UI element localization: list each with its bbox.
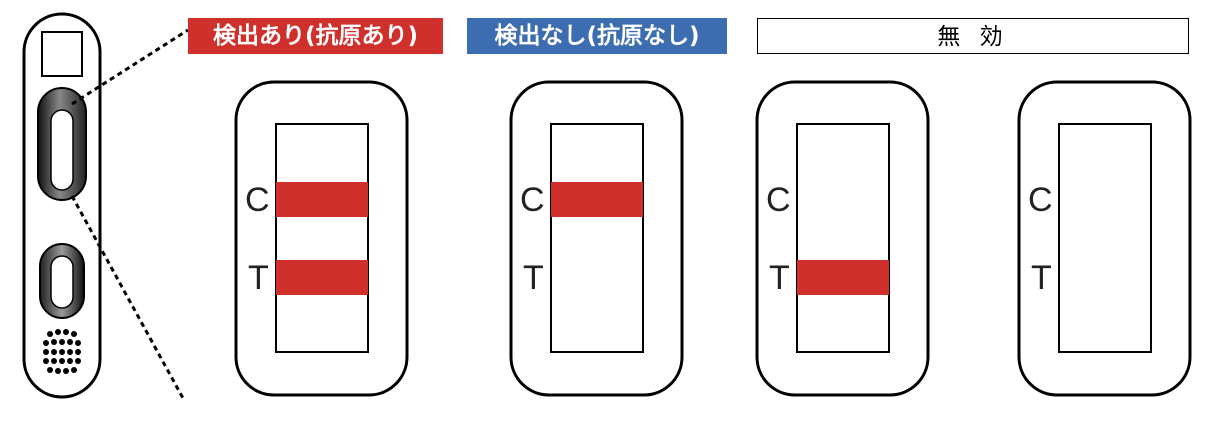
result-card-invalid-none <box>1017 80 1192 397</box>
cassette-label-area <box>41 31 83 77</box>
result-strip <box>796 123 890 353</box>
test-band <box>797 260 889 295</box>
zoom-line-bottom <box>70 195 186 401</box>
t-mark: T <box>769 259 790 297</box>
t-mark: T <box>523 259 544 297</box>
test-band <box>276 260 368 295</box>
control-band <box>276 182 368 217</box>
c-mark: C <box>766 181 791 219</box>
cassette-grip-dots <box>43 329 81 374</box>
invalid-label: 無 効 <box>757 18 1189 54</box>
result-card-positive <box>234 80 409 397</box>
c-mark: C <box>520 181 545 219</box>
control-band <box>551 182 643 217</box>
t-mark: T <box>248 259 269 297</box>
c-mark: C <box>1028 181 1053 219</box>
test-cassette <box>22 12 102 399</box>
result-strip <box>275 123 369 353</box>
result-card-invalid-t-only <box>755 80 930 397</box>
positive-label: 検出あり(抗原あり) <box>188 18 443 54</box>
t-mark: T <box>1031 259 1052 297</box>
negative-label: 検出なし(抗原なし) <box>467 18 727 54</box>
result-card-negative <box>509 80 684 397</box>
c-mark: C <box>245 181 270 219</box>
zoom-line-top <box>71 28 189 106</box>
result-strip <box>550 123 644 353</box>
result-strip <box>1058 123 1152 353</box>
